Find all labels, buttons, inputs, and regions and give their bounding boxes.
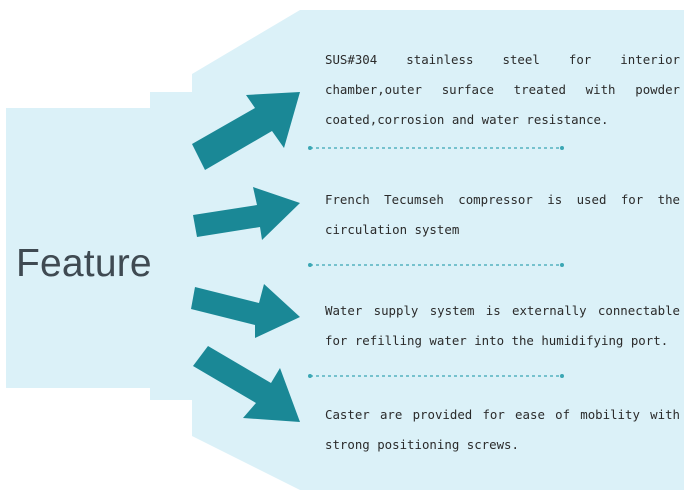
arrow-icon-4 [193, 346, 300, 422]
divider-3 [308, 374, 564, 378]
arrow-icon-2 [193, 187, 300, 240]
arrow-icon-1 [192, 92, 300, 170]
feature-text-3: Water supply system is externally connec… [325, 303, 680, 348]
background-panel [6, 10, 684, 490]
divider-1 [308, 146, 564, 150]
divider-2 [308, 263, 564, 267]
feature-text-1: SUS#304 stainless steel for interior cha… [325, 52, 680, 127]
feature-text-4: Caster are provided for ease of mobility… [325, 407, 680, 452]
arrow-icon-3 [191, 284, 300, 338]
feature-title: Feature [16, 242, 152, 285]
feature-text-2: French Tecumseh compressor is used for t… [325, 192, 680, 237]
